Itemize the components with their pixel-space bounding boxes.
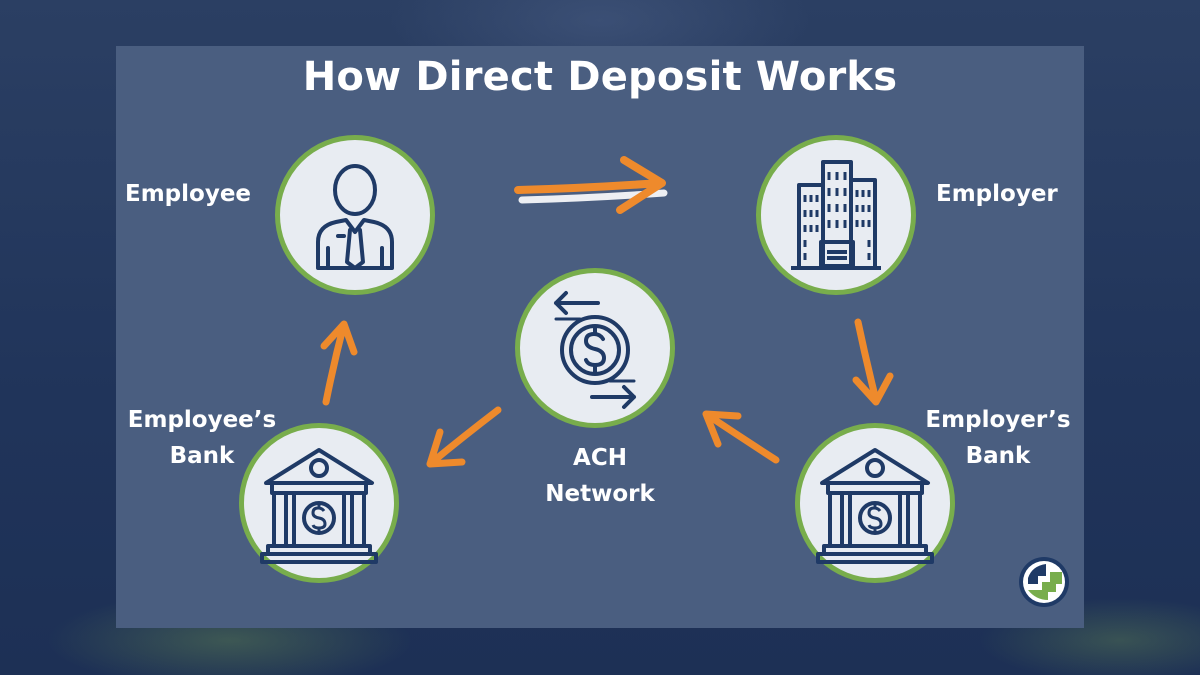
arrow-employee-to-employer bbox=[514, 156, 668, 214]
arrow-employee-bank-to-employee bbox=[320, 320, 358, 406]
employer-bank-node bbox=[795, 423, 955, 583]
ach-network-label: ACH Network bbox=[545, 445, 655, 507]
company-logo-icon bbox=[1019, 557, 1069, 607]
office-building-icon bbox=[791, 160, 881, 270]
arrow-employer-to-employer-bank bbox=[852, 318, 894, 406]
ach-network-node bbox=[515, 268, 675, 428]
person-icon bbox=[316, 164, 394, 270]
employee-node bbox=[275, 135, 435, 295]
money-transfer-icon bbox=[554, 291, 636, 409]
bank-icon bbox=[816, 448, 934, 564]
employer-label: Employer bbox=[936, 181, 1058, 207]
diagram-title: How Direct Deposit Works bbox=[302, 54, 898, 100]
employer-node bbox=[756, 135, 916, 295]
employee-bank-label: Employee’s Bank bbox=[127, 407, 277, 469]
arrow-ach-to-employee-bank bbox=[426, 406, 502, 468]
employer-bank-label: Employer’s Bank bbox=[925, 407, 1071, 469]
employee-bank-node bbox=[239, 423, 399, 583]
arrow-employer-bank-to-ach bbox=[702, 410, 780, 464]
employee-label: Employee bbox=[125, 181, 252, 207]
bank-icon bbox=[260, 448, 378, 564]
